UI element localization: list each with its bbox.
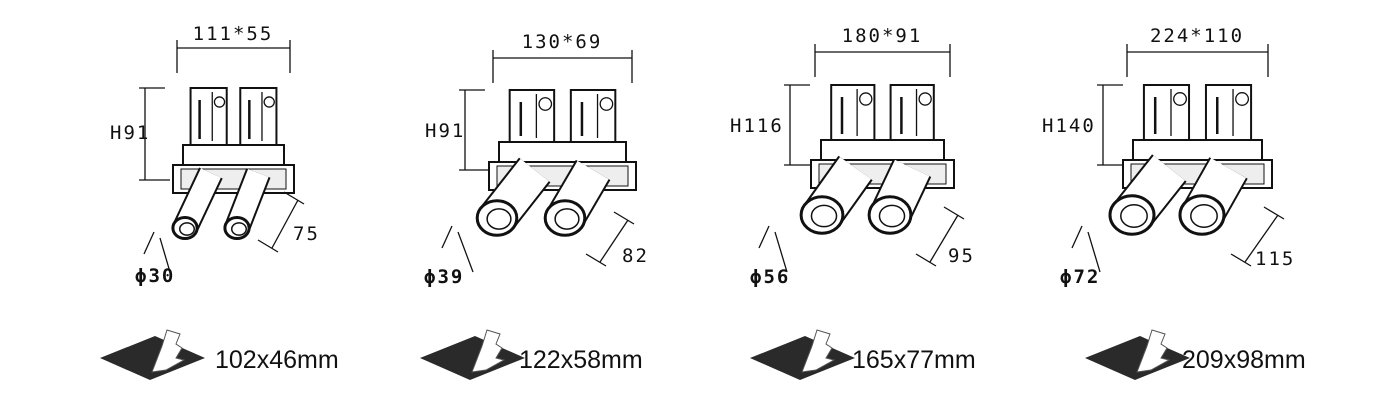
overall-size-label: 111*55 [193,23,274,45]
cylinder-detail [859,92,873,106]
ceiling-cutout-icon [750,329,855,380]
cylinder-detail [918,92,932,106]
extension-line [143,231,155,255]
lens [878,204,906,228]
cutout-flap [801,329,836,373]
driver-cylinder [239,87,278,146]
diameter-dimension-line [457,231,474,273]
cutout-flap [1136,329,1171,373]
cutout-size-label: 209x98mm [1182,346,1306,374]
diameter-dimension-line [1087,231,1101,273]
cylinder-detail [213,96,226,108]
diameter-dimension-line [159,237,171,273]
cutout-size-label: 102x46mm [215,346,339,374]
height-label: H91 [110,122,150,144]
extension-line [1071,225,1083,249]
diameter-label: ϕ30 [135,265,175,287]
diameter-dimension-line [774,231,788,273]
extension-line [257,239,279,253]
extension-line [1263,206,1285,220]
height-label: H140 [1042,115,1096,137]
length-label: 82 [622,245,649,267]
cylinder-detail [1173,92,1187,106]
ceiling-cutout-icon [420,329,525,380]
extension-line [283,191,305,205]
length-label: 115 [1255,248,1295,270]
lens [554,208,580,230]
overall-size-label: 180*91 [842,25,923,47]
fixture-drawing [441,50,637,273]
fixture-drawing [758,44,965,273]
fixture-drawing [1071,44,1285,273]
extension-line [915,253,937,267]
cylinder-detail [599,97,614,111]
driver-cylinder [889,84,935,141]
height-label: H91 [425,120,465,142]
cylinder-detail [263,96,275,108]
ceiling-plane [420,336,525,380]
length-dimension-line [1244,214,1279,263]
diameter-label: ϕ72 [1060,266,1100,288]
driver-cylinder [1142,84,1191,141]
extension-line [613,211,635,225]
cutout-size-label: 165x77mm [852,346,976,374]
housing [182,144,285,166]
ceiling-plane [750,336,855,380]
lens [1120,204,1148,228]
lens [810,204,838,228]
lens [230,222,248,236]
length-dimension-line [271,199,299,249]
lens [486,208,512,230]
cutout-size-label: 122x58mm [519,346,643,374]
height-label: H116 [730,115,784,137]
cutout-flap [151,329,186,373]
cylinder-detail [1235,92,1250,106]
extension-line [758,225,770,249]
ceiling-cutout-icon [100,329,205,380]
lens [1190,204,1218,228]
ceiling-plane [100,336,205,380]
extension-line [585,253,607,267]
overall-size-label: 224*110 [1150,25,1244,47]
length-label: 75 [293,223,320,245]
fixture-drawing [139,40,305,273]
diameter-label: ϕ56 [750,266,790,288]
extension-line [1230,253,1252,267]
ceiling-cutout-icon [1085,329,1190,380]
driver-cylinder [189,87,228,146]
ceiling-plane [1085,336,1190,380]
cylinder-detail [538,97,553,111]
driver-cylinder [569,89,617,143]
length-dimension-line [599,219,629,263]
lens [178,222,196,236]
extension-line [441,225,453,249]
length-dimension-line [929,214,959,263]
diameter-label: ϕ39 [424,266,464,288]
driver-cylinder [830,84,876,141]
extension-line [943,206,965,220]
cutout-flap [471,329,506,373]
overall-size-label: 130*69 [522,31,603,53]
length-label: 95 [948,245,975,267]
